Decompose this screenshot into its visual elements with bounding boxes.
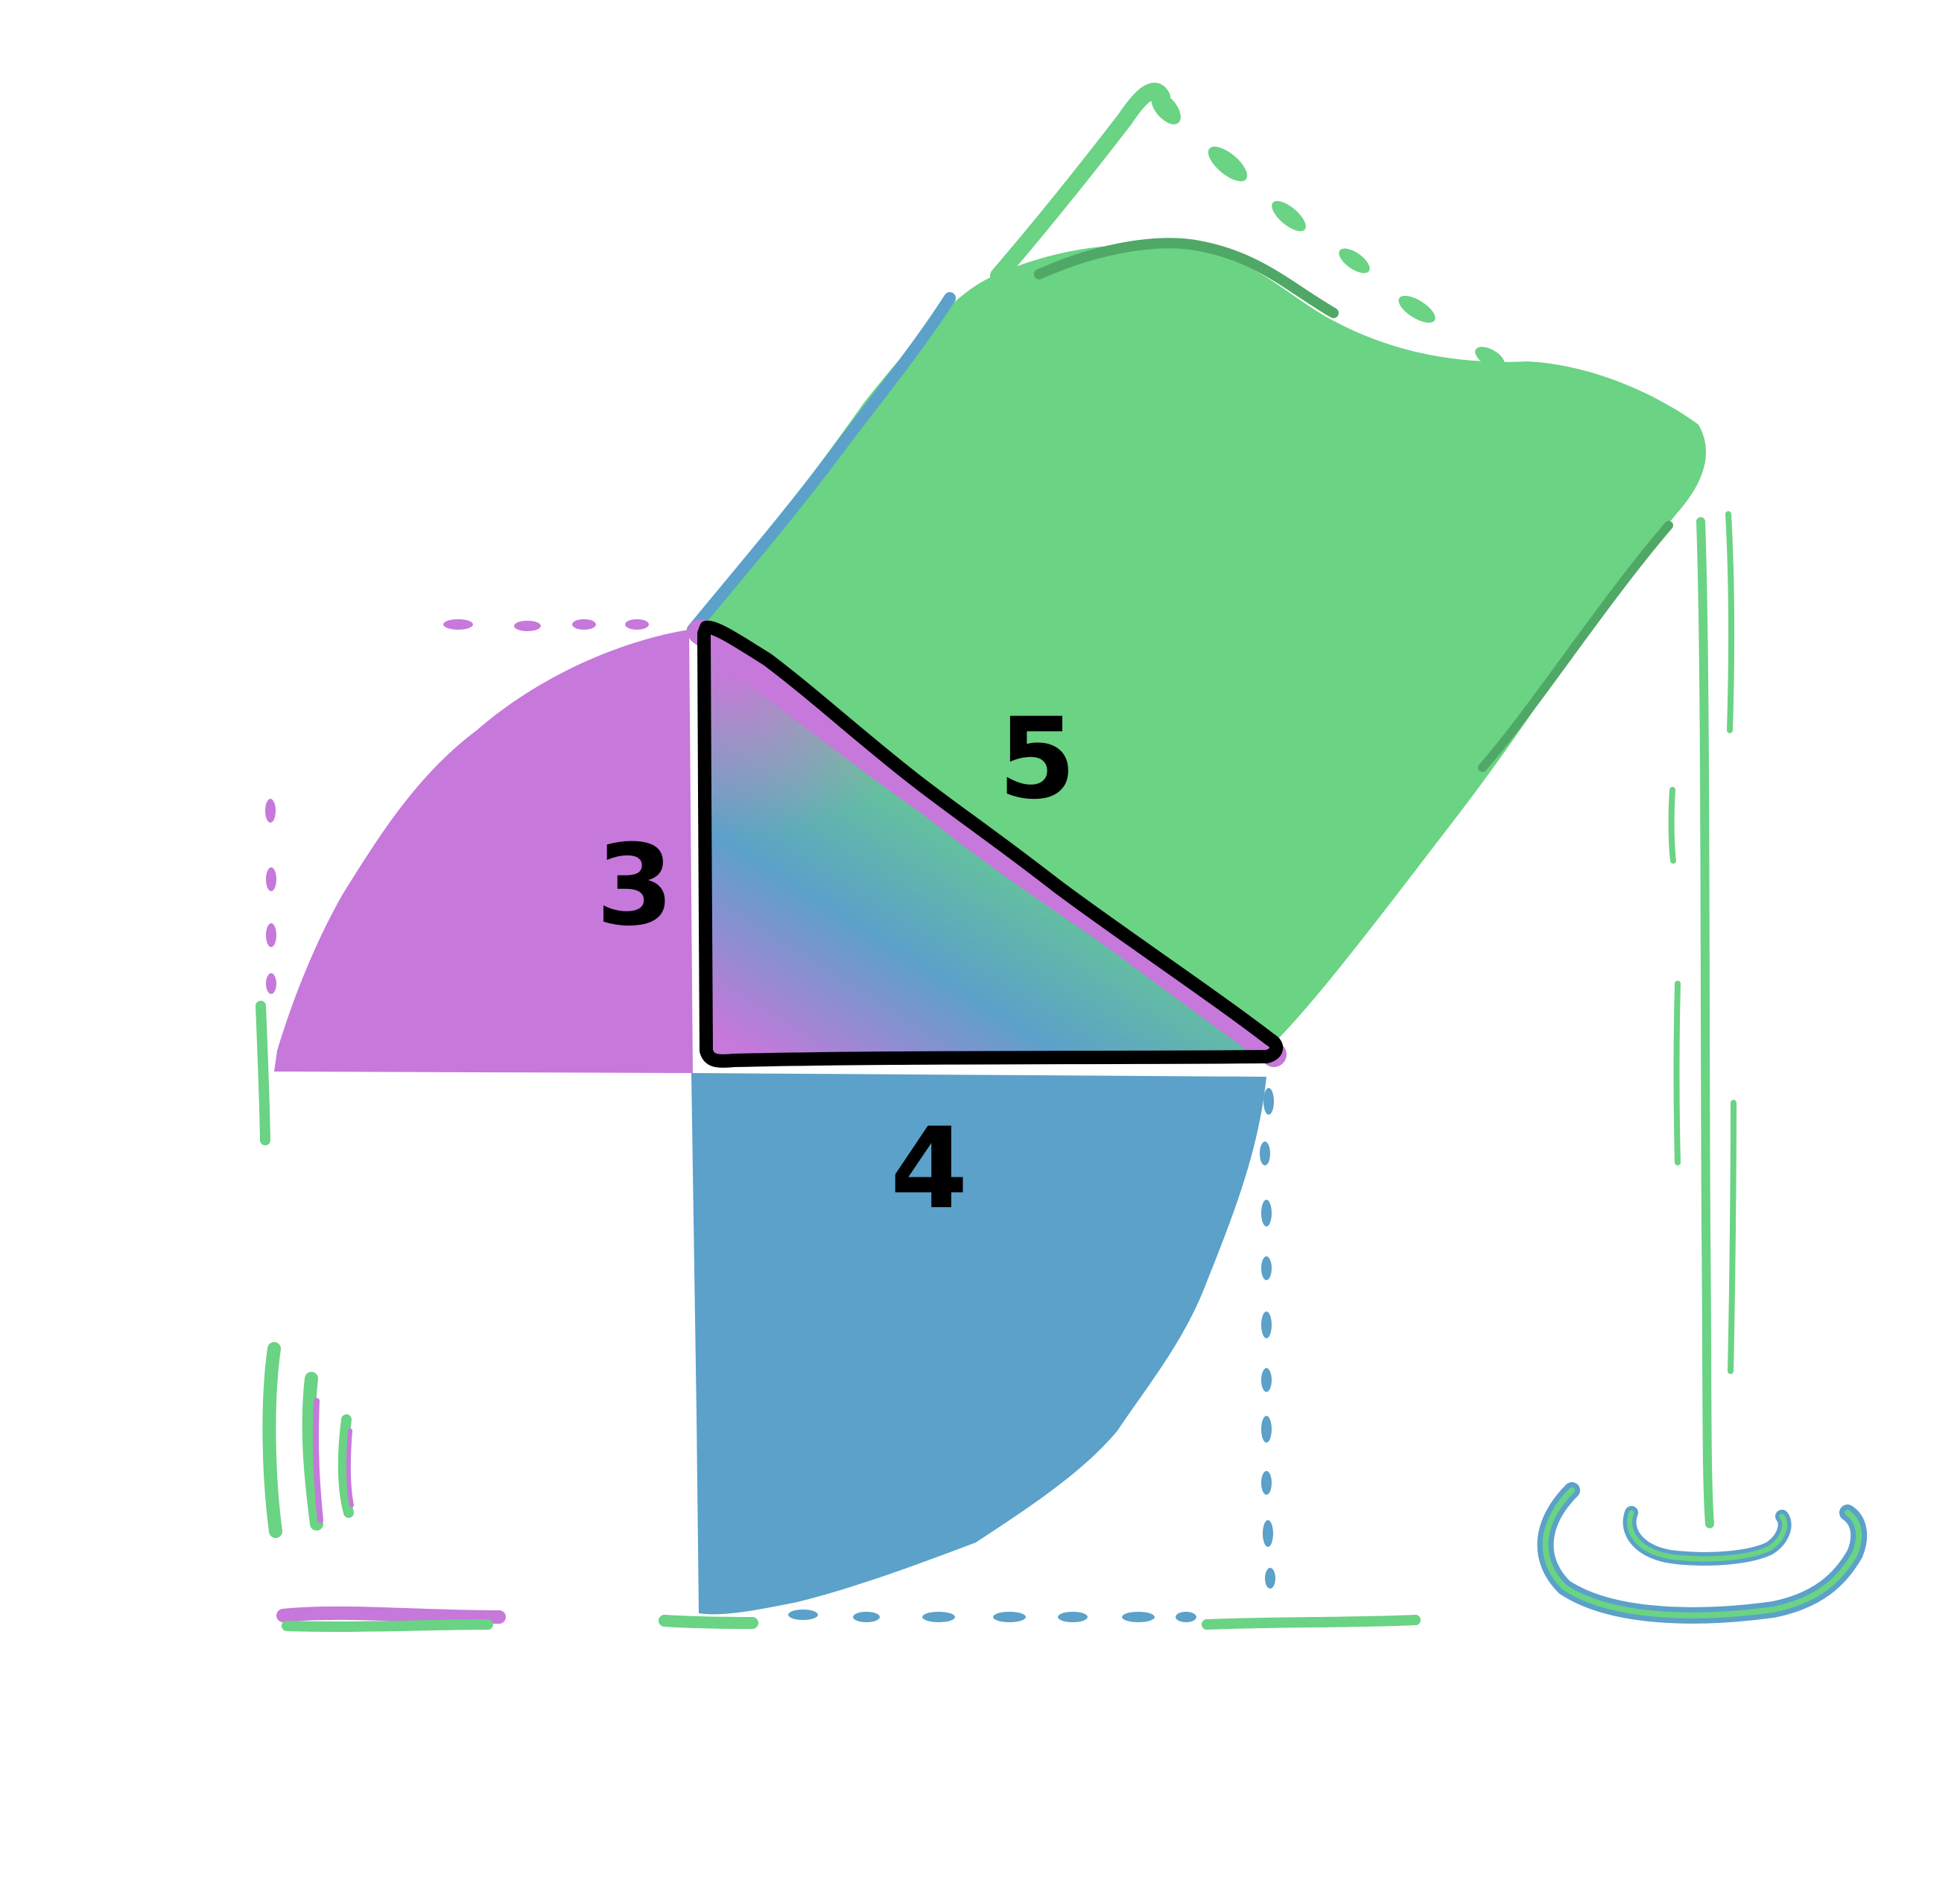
purple-quarter-fill <box>274 630 693 1073</box>
triangle-outline <box>697 620 1284 1068</box>
left-drips <box>262 1342 354 1538</box>
hypotenuse-highlight <box>688 619 1287 1067</box>
label-side-5: 5 <box>998 694 1076 824</box>
leg-4-shape <box>691 1073 1275 1622</box>
label-side-3: 3 <box>596 821 673 951</box>
right-triangle <box>688 619 1287 1068</box>
ground-strokes <box>276 1606 1421 1632</box>
leg-3-shape <box>256 619 693 1145</box>
green-square-right-edge-shadow <box>1478 521 1673 772</box>
green-square-outline-top-left <box>990 83 1170 284</box>
ground-stroke-right <box>1202 1615 1421 1630</box>
ground-stroke-left <box>276 1606 506 1624</box>
ground-stroke-mid <box>659 1615 758 1629</box>
puddle <box>1537 1482 1868 1624</box>
ground-stroke-left-green <box>282 1619 493 1632</box>
purple-left-marker <box>256 1001 270 1145</box>
green-square-dashed-edge <box>1151 92 1649 477</box>
blue-dashed-edge <box>788 1088 1275 1622</box>
green-square-shadow-edge <box>1034 238 1339 318</box>
purple-dashed-edge <box>265 619 649 994</box>
pour-stream <box>1668 511 1737 1528</box>
green-square-left-edge <box>687 292 956 636</box>
label-side-4: 4 <box>890 1104 968 1234</box>
blue-quarter-fill <box>691 1073 1266 1615</box>
